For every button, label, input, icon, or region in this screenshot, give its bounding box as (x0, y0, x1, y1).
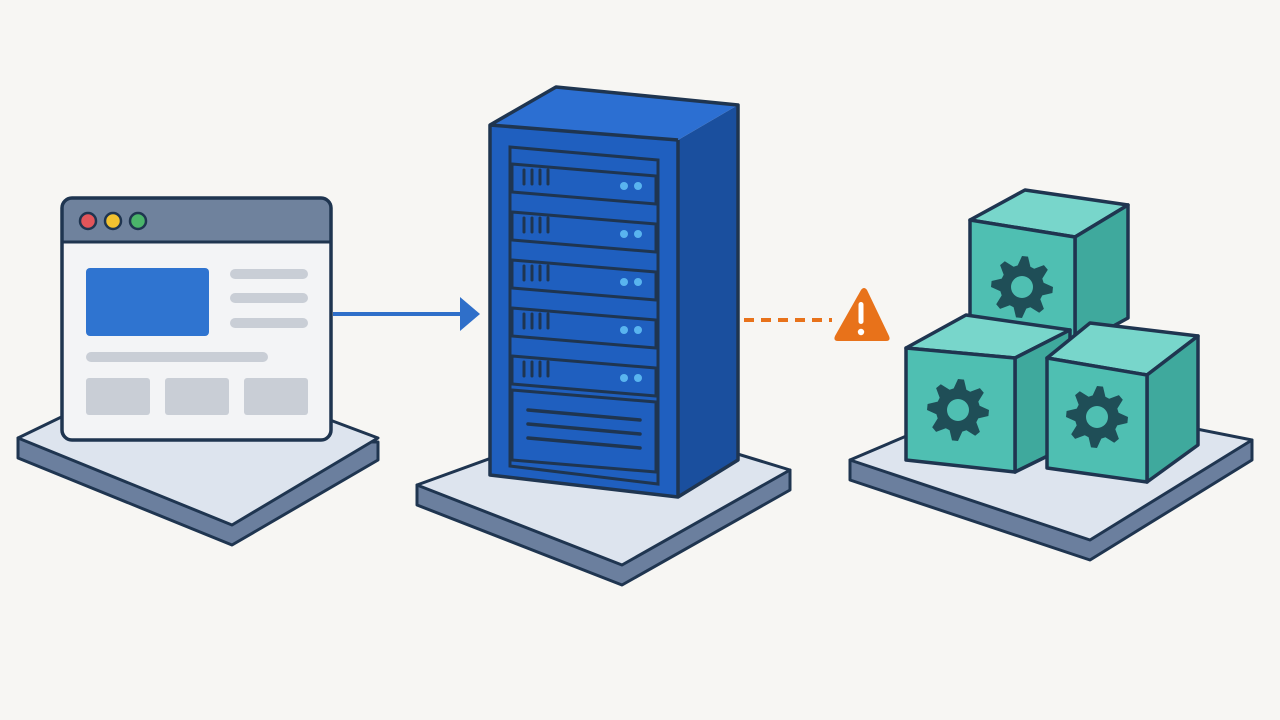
text-line (230, 318, 308, 328)
text-line (230, 293, 308, 303)
status-led (634, 374, 642, 382)
gear-icon (991, 256, 1053, 318)
text-line (230, 269, 308, 279)
service-cube (1045, 321, 1200, 484)
hero-block (86, 268, 209, 336)
status-led (634, 230, 642, 238)
gear-icon (1066, 386, 1128, 448)
status-led (620, 374, 628, 382)
gear-icon (927, 379, 989, 441)
content-card (86, 378, 150, 415)
window-close-dot (78, 211, 98, 231)
status-led (620, 182, 628, 190)
vent-panel (510, 388, 658, 474)
warning-triangle-icon (834, 288, 890, 341)
browser-window-icon (60, 196, 333, 442)
status-led (634, 326, 642, 334)
drive-bay (510, 210, 658, 254)
drive-bay (510, 354, 658, 398)
content-card (165, 378, 229, 415)
client-server-arrow (333, 297, 480, 331)
service-cube (968, 188, 1130, 349)
cube-stack-icon (904, 188, 1200, 484)
window-maximize-dot (128, 211, 148, 231)
drive-bay (510, 258, 658, 302)
wide-text-line (86, 352, 268, 362)
server-rack-icon (488, 85, 740, 499)
status-led (620, 278, 628, 286)
status-led (620, 230, 628, 238)
status-led (634, 278, 642, 286)
content-card (244, 378, 308, 415)
window-minimize-dot (103, 211, 123, 231)
drive-bay (510, 306, 658, 350)
drive-bay (510, 162, 658, 206)
status-led (634, 182, 642, 190)
status-led (620, 326, 628, 334)
